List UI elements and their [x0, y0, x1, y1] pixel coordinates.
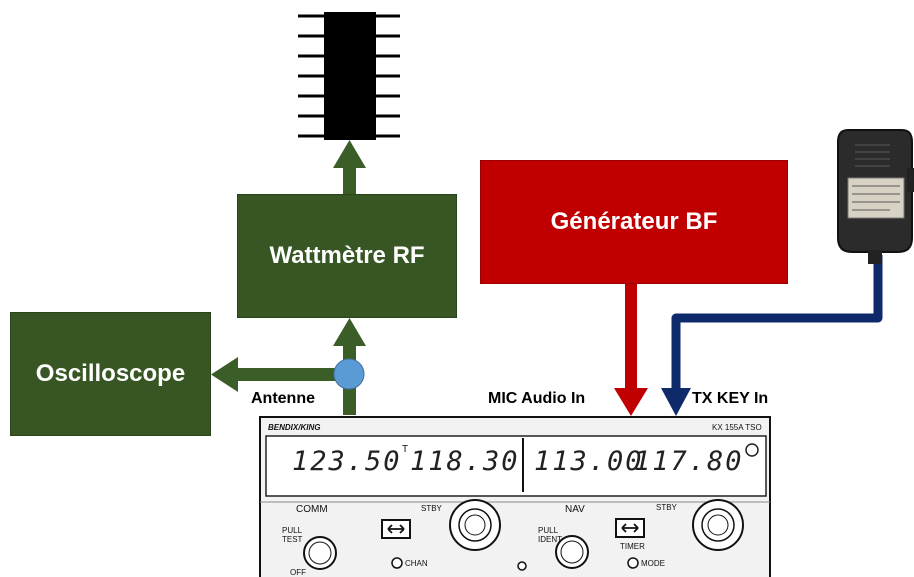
mode-button: [627, 557, 639, 569]
off-label: OFF: [290, 568, 306, 577]
pull-test-label: PULL TEST: [282, 526, 303, 544]
nav-active-freq: 113.00: [534, 446, 644, 477]
nav-label: NAV: [565, 504, 585, 515]
chan-label: CHAN: [405, 559, 428, 568]
stby-left-label: STBY: [421, 504, 442, 513]
generator-block: Générateur BF: [480, 160, 788, 284]
oscilloscope-label: Oscilloscope: [35, 360, 186, 387]
comm-active-freq: 123.50: [292, 446, 402, 477]
antenna-label: Antenne: [251, 390, 315, 407]
microphone-icon: [837, 129, 914, 264]
photocell-icon: [745, 443, 759, 457]
mic-audio-label: MIC Audio In: [488, 390, 586, 407]
photocell-lower: [517, 561, 527, 571]
arrow-junction-to-wattmeter: [333, 318, 366, 365]
comm-freq-knob: [449, 499, 501, 551]
transmit-indicator: T: [402, 444, 409, 455]
nav-freq-knob: [692, 499, 744, 551]
timer-label: TIMER: [620, 542, 645, 551]
arrow-generator-to-mic: [614, 282, 648, 416]
chan-button: [391, 557, 403, 569]
arrow-mic-to-txkey: [661, 255, 883, 416]
wattmeter-block: Wattmètre RF: [237, 194, 457, 318]
comm-standby-freq: 118.30: [410, 446, 520, 477]
comm-label: COMM: [296, 504, 328, 515]
stby-right-label: STBY: [656, 503, 677, 512]
oscilloscope-block: Oscilloscope: [10, 312, 211, 436]
junction-node: [333, 358, 365, 390]
mode-label: MODE: [641, 559, 665, 568]
generator-label: Générateur BF: [550, 208, 718, 235]
radio-model: KX 155A TSO: [712, 423, 762, 432]
tx-key-label: TX KEY In: [692, 390, 769, 407]
arrow-junction-to-oscilloscope: [211, 357, 336, 392]
dummy-load-icon: [298, 12, 400, 140]
nav-standby-freq: 117.80: [634, 446, 744, 477]
radio-faceplate: [259, 416, 771, 577]
pull-ident-label: PULL IDENT: [538, 526, 562, 544]
radio-brand: BENDIX/KING: [268, 423, 321, 432]
arrow-wattmeter-to-load: [333, 140, 366, 195]
wattmeter-label: Wattmètre RF: [269, 242, 425, 269]
